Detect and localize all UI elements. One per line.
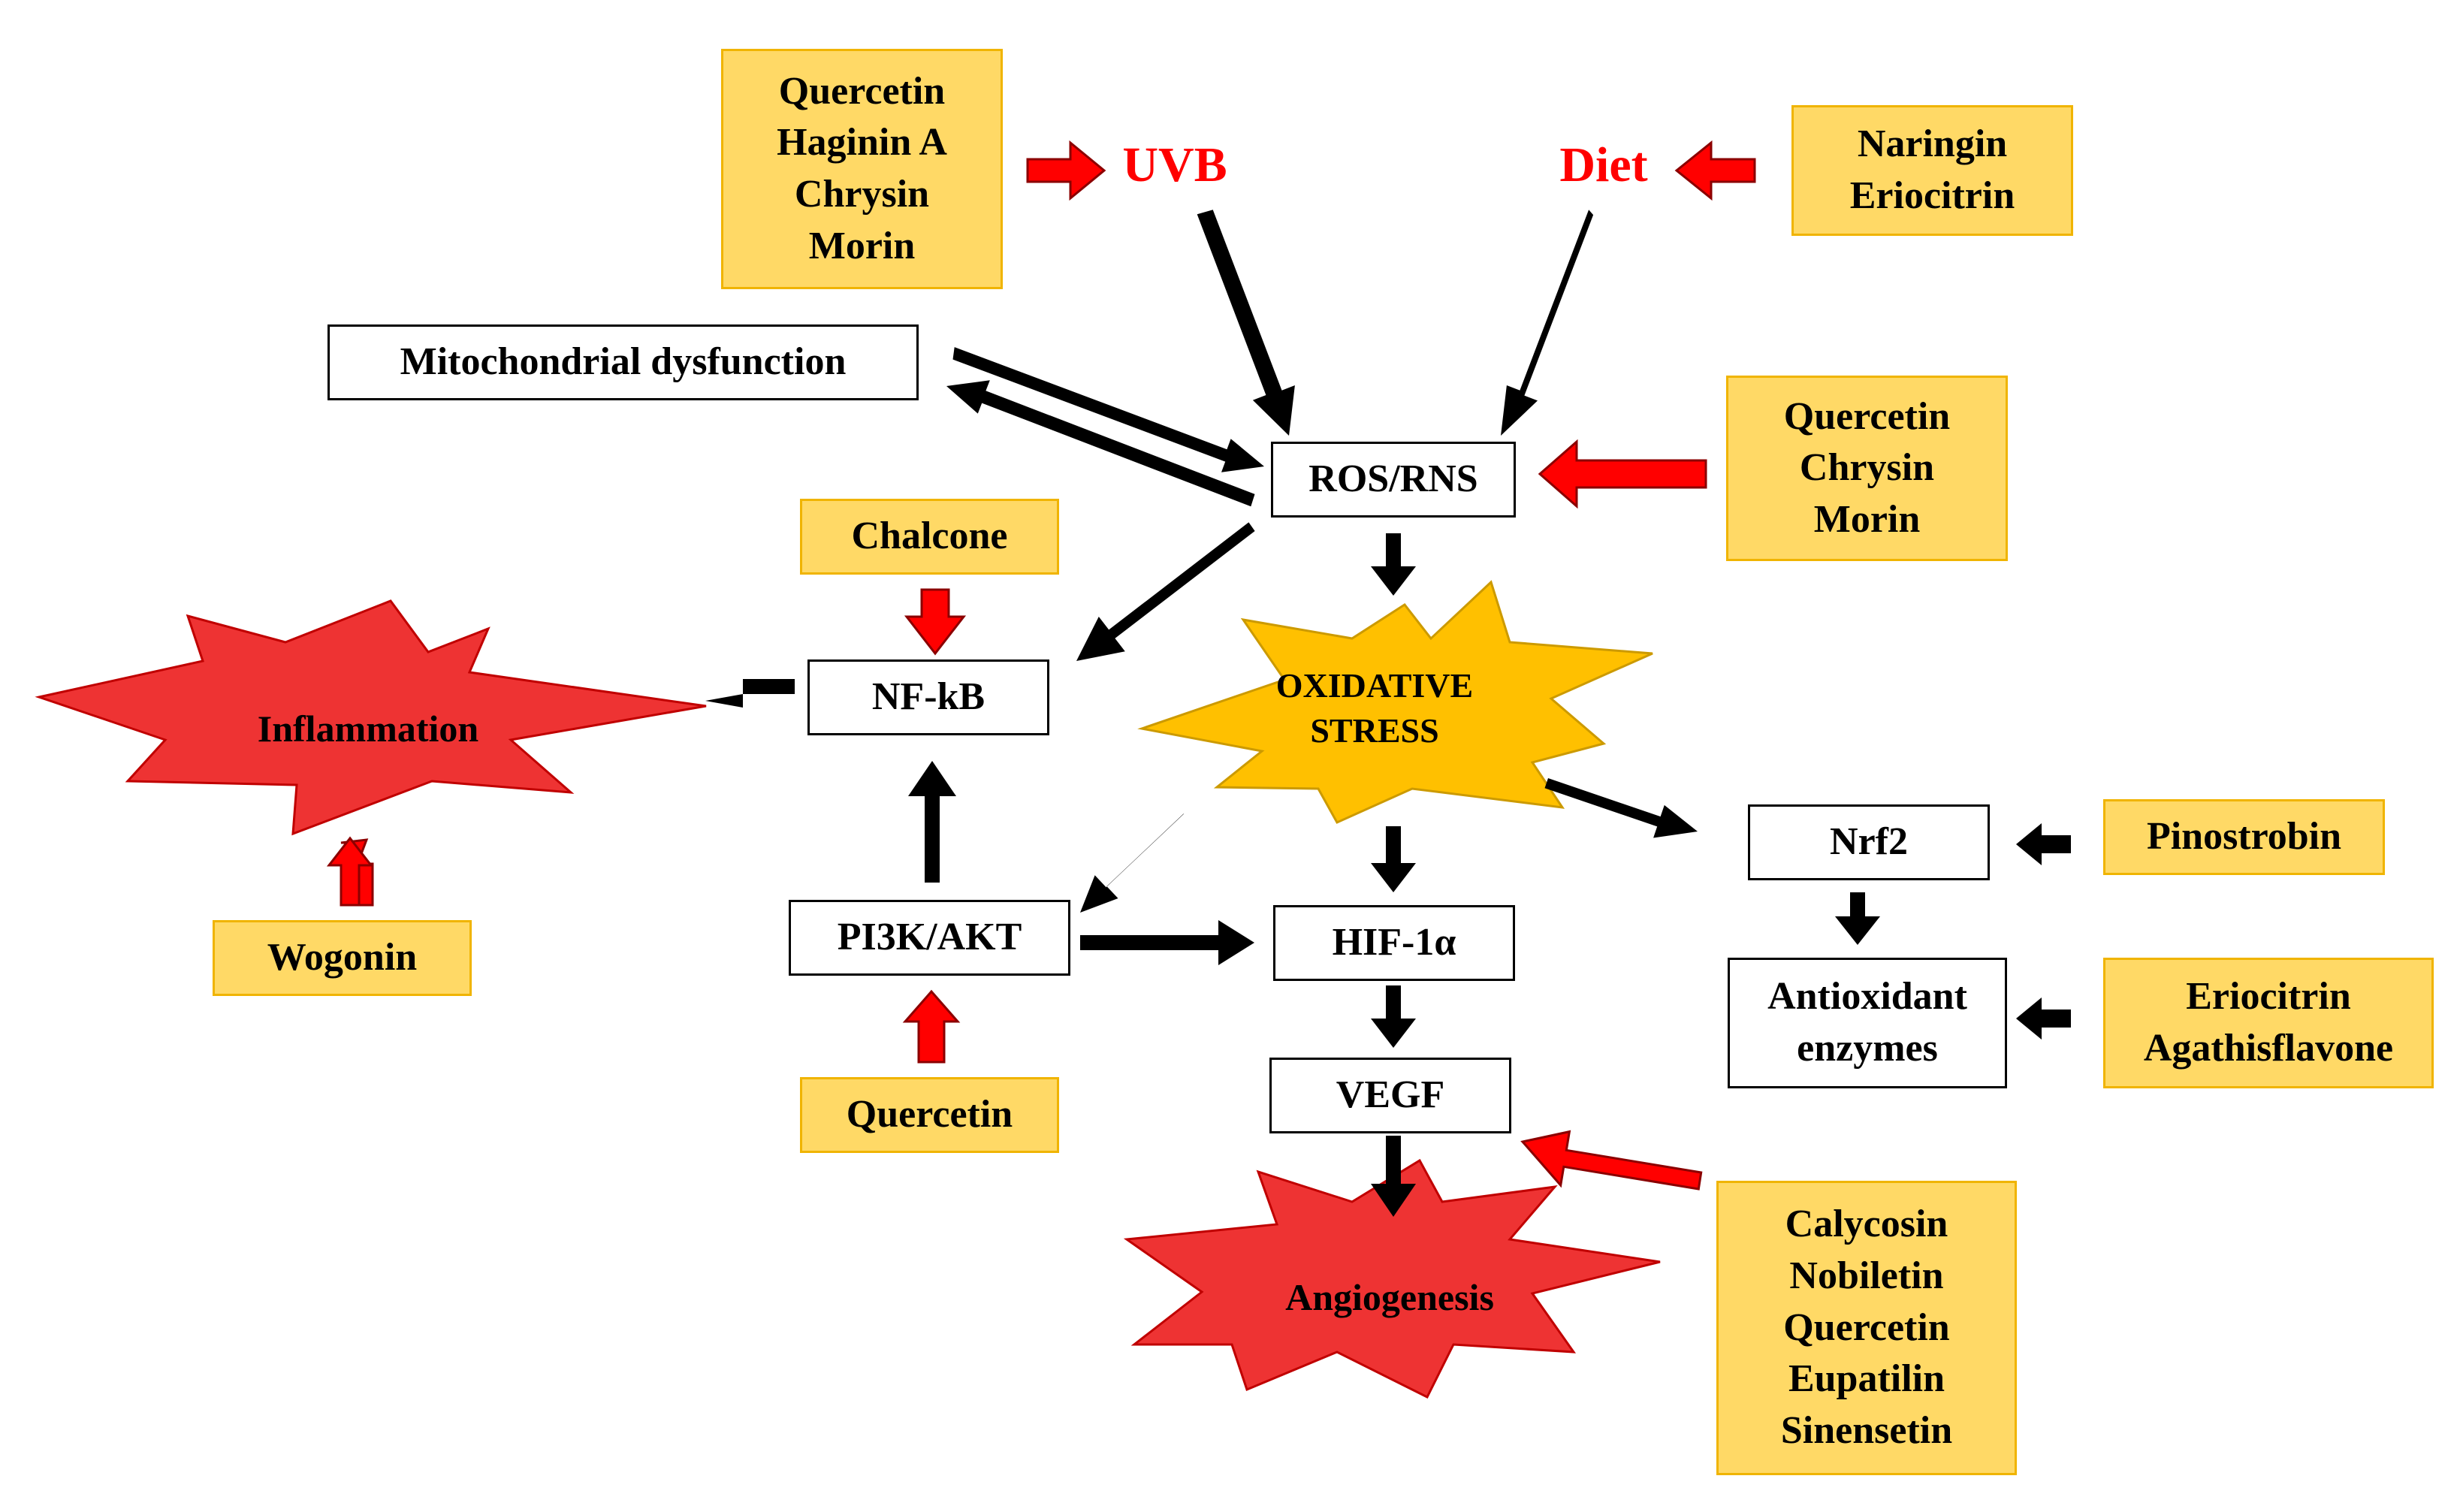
oxidative-stress-burst bbox=[1137, 580, 1653, 824]
node-nrf2: Nrf2 bbox=[1748, 804, 1990, 880]
node-nfkb-label: NF-kB bbox=[871, 675, 986, 719]
arrow-pi3k-to-hif bbox=[1080, 920, 1254, 965]
node-nrf2-label: Nrf2 bbox=[1830, 820, 1908, 864]
arrow-pi3k-to-nfkb bbox=[908, 761, 956, 883]
diet-label: Diet bbox=[1559, 137, 1648, 192]
compound-item: Wogonin bbox=[267, 936, 418, 979]
compound-item: Calycosin bbox=[1785, 1203, 1948, 1246]
node-antiox-line-2: enzymes bbox=[1797, 1027, 1938, 1070]
node-hif-1a: HIF-1α bbox=[1273, 905, 1515, 981]
compound-item: Eupatilin bbox=[1788, 1357, 1945, 1401]
arrow-nfkb-to-inflammation bbox=[705, 679, 795, 708]
node-pi3k-label: PI3K/AKT bbox=[837, 916, 1022, 959]
compounds-ros: Quercetin Chrysin Morin bbox=[1726, 376, 2008, 561]
compound-item: Eriocitrin bbox=[2186, 975, 2351, 1019]
oxidative-stress-label: OXIDATIVE STRESS bbox=[1224, 663, 1525, 753]
node-hif-label: HIF-1α bbox=[1332, 921, 1456, 964]
inflammation-burst bbox=[35, 599, 707, 836]
compound-item: Eriocitrin bbox=[1849, 174, 2015, 217]
node-ros-rns: ROS/RNS bbox=[1271, 442, 1516, 518]
compound-item: Agathisflavone bbox=[2143, 1027, 2394, 1070]
node-antioxidant-enzymes: Antioxidant enzymes bbox=[1728, 958, 2007, 1088]
compounds-nrf2: Pinostrobin bbox=[2103, 799, 2385, 875]
arrow-mito-to-ros bbox=[952, 347, 1264, 472]
flow-arrows bbox=[705, 210, 1880, 1217]
compound-item: Quercetin bbox=[1783, 394, 1951, 438]
node-vegf: VEGF bbox=[1269, 1058, 1511, 1133]
arrow-pinostrobin-nrf2 bbox=[2016, 823, 2071, 865]
arrow-ros-to-mito bbox=[946, 380, 1255, 507]
compound-side-arrows bbox=[2016, 823, 2071, 1040]
node-nf-kb: NF-kB bbox=[807, 659, 1049, 735]
node-mitochondrial-dysfunction: Mitochondrial dysfunction bbox=[327, 324, 919, 400]
compound-item: Chrysin bbox=[1799, 446, 1935, 490]
compound-item: Quercetin bbox=[778, 69, 946, 113]
arrow-diet-to-ros bbox=[1501, 210, 1594, 436]
compound-item: Nobiletin bbox=[1789, 1254, 1944, 1298]
node-pi3k-akt: PI3K/AKT bbox=[789, 900, 1070, 976]
red-arrow-to-uvb bbox=[1026, 140, 1106, 201]
red-arrow-to-nfkb bbox=[904, 588, 967, 656]
oxidative-line-1: OXIDATIVE bbox=[1275, 666, 1474, 705]
inflammation-label: Inflammation bbox=[257, 708, 479, 750]
arrow-hif-to-vegf bbox=[1371, 985, 1416, 1048]
red-arrow-to-diet bbox=[1674, 140, 1756, 201]
node-ros-label: ROS/RNS bbox=[1308, 457, 1478, 501]
compounds-pi3k: Quercetin bbox=[800, 1077, 1059, 1153]
angiogenesis-burst bbox=[1123, 1158, 1661, 1399]
red-arrow-to-vegf bbox=[1520, 1130, 1703, 1191]
compound-item: Chalcone bbox=[851, 515, 1008, 558]
compounds-uvb: Quercetin Haginin A Chrysin Morin bbox=[721, 49, 1003, 289]
arrow-ox-to-nrf2 bbox=[1544, 778, 1698, 838]
arrow-ox-to-hif bbox=[1371, 826, 1416, 892]
arrow-vegf-to-angiogenesis bbox=[1371, 1136, 1416, 1217]
arrow-uvb-to-ros bbox=[1197, 210, 1295, 436]
compound-item: Quercetin bbox=[846, 1093, 1013, 1136]
compound-item: Sinensetin bbox=[1780, 1408, 1953, 1452]
compounds-antiox: Eriocitrin Agathisflavone bbox=[2103, 958, 2434, 1088]
compound-item: Chrysin bbox=[794, 173, 930, 216]
uvb-label: UVB bbox=[1122, 137, 1227, 192]
compound-item: Morin bbox=[1813, 497, 1921, 541]
compounds-inflammation: Wogonin bbox=[213, 920, 472, 996]
oxidative-line-2: STRESS bbox=[1310, 711, 1439, 750]
compound-item: Haginin A bbox=[777, 121, 947, 164]
compound-item: Quercetin bbox=[1783, 1305, 1950, 1349]
node-vegf-label: VEGF bbox=[1336, 1073, 1445, 1117]
compounds-vegf: Calycosin Nobiletin Quercetin Eupatilin … bbox=[1716, 1181, 2017, 1475]
compounds-diet: Naringin Eriocitrin bbox=[1791, 105, 2073, 236]
red-arrow-wogonin bbox=[326, 836, 374, 907]
arrow-ros-to-ox bbox=[1371, 533, 1416, 596]
angiogenesis-label: Angiogenesis bbox=[1285, 1276, 1494, 1318]
compound-item: Pinostrobin bbox=[2146, 815, 2342, 859]
compound-item: Morin bbox=[808, 224, 916, 267]
node-antiox-line-1: Antioxidant bbox=[1767, 975, 1967, 1019]
compounds-nfkb: Chalcone bbox=[800, 499, 1059, 575]
red-arrow-to-pi3k bbox=[902, 989, 961, 1064]
arrow-nrf2-to-antiox bbox=[1835, 892, 1880, 945]
red-arrow-to-ros bbox=[1538, 439, 1707, 509]
arrow-antiox-compounds bbox=[2016, 997, 2071, 1040]
node-mito-label: Mitochondrial dysfunction bbox=[400, 340, 847, 384]
arrow-ros-to-nfkb bbox=[1076, 522, 1255, 661]
arrow-ox-to-pi3k bbox=[1080, 813, 1185, 913]
compound-item: Naringin bbox=[1857, 122, 2008, 166]
